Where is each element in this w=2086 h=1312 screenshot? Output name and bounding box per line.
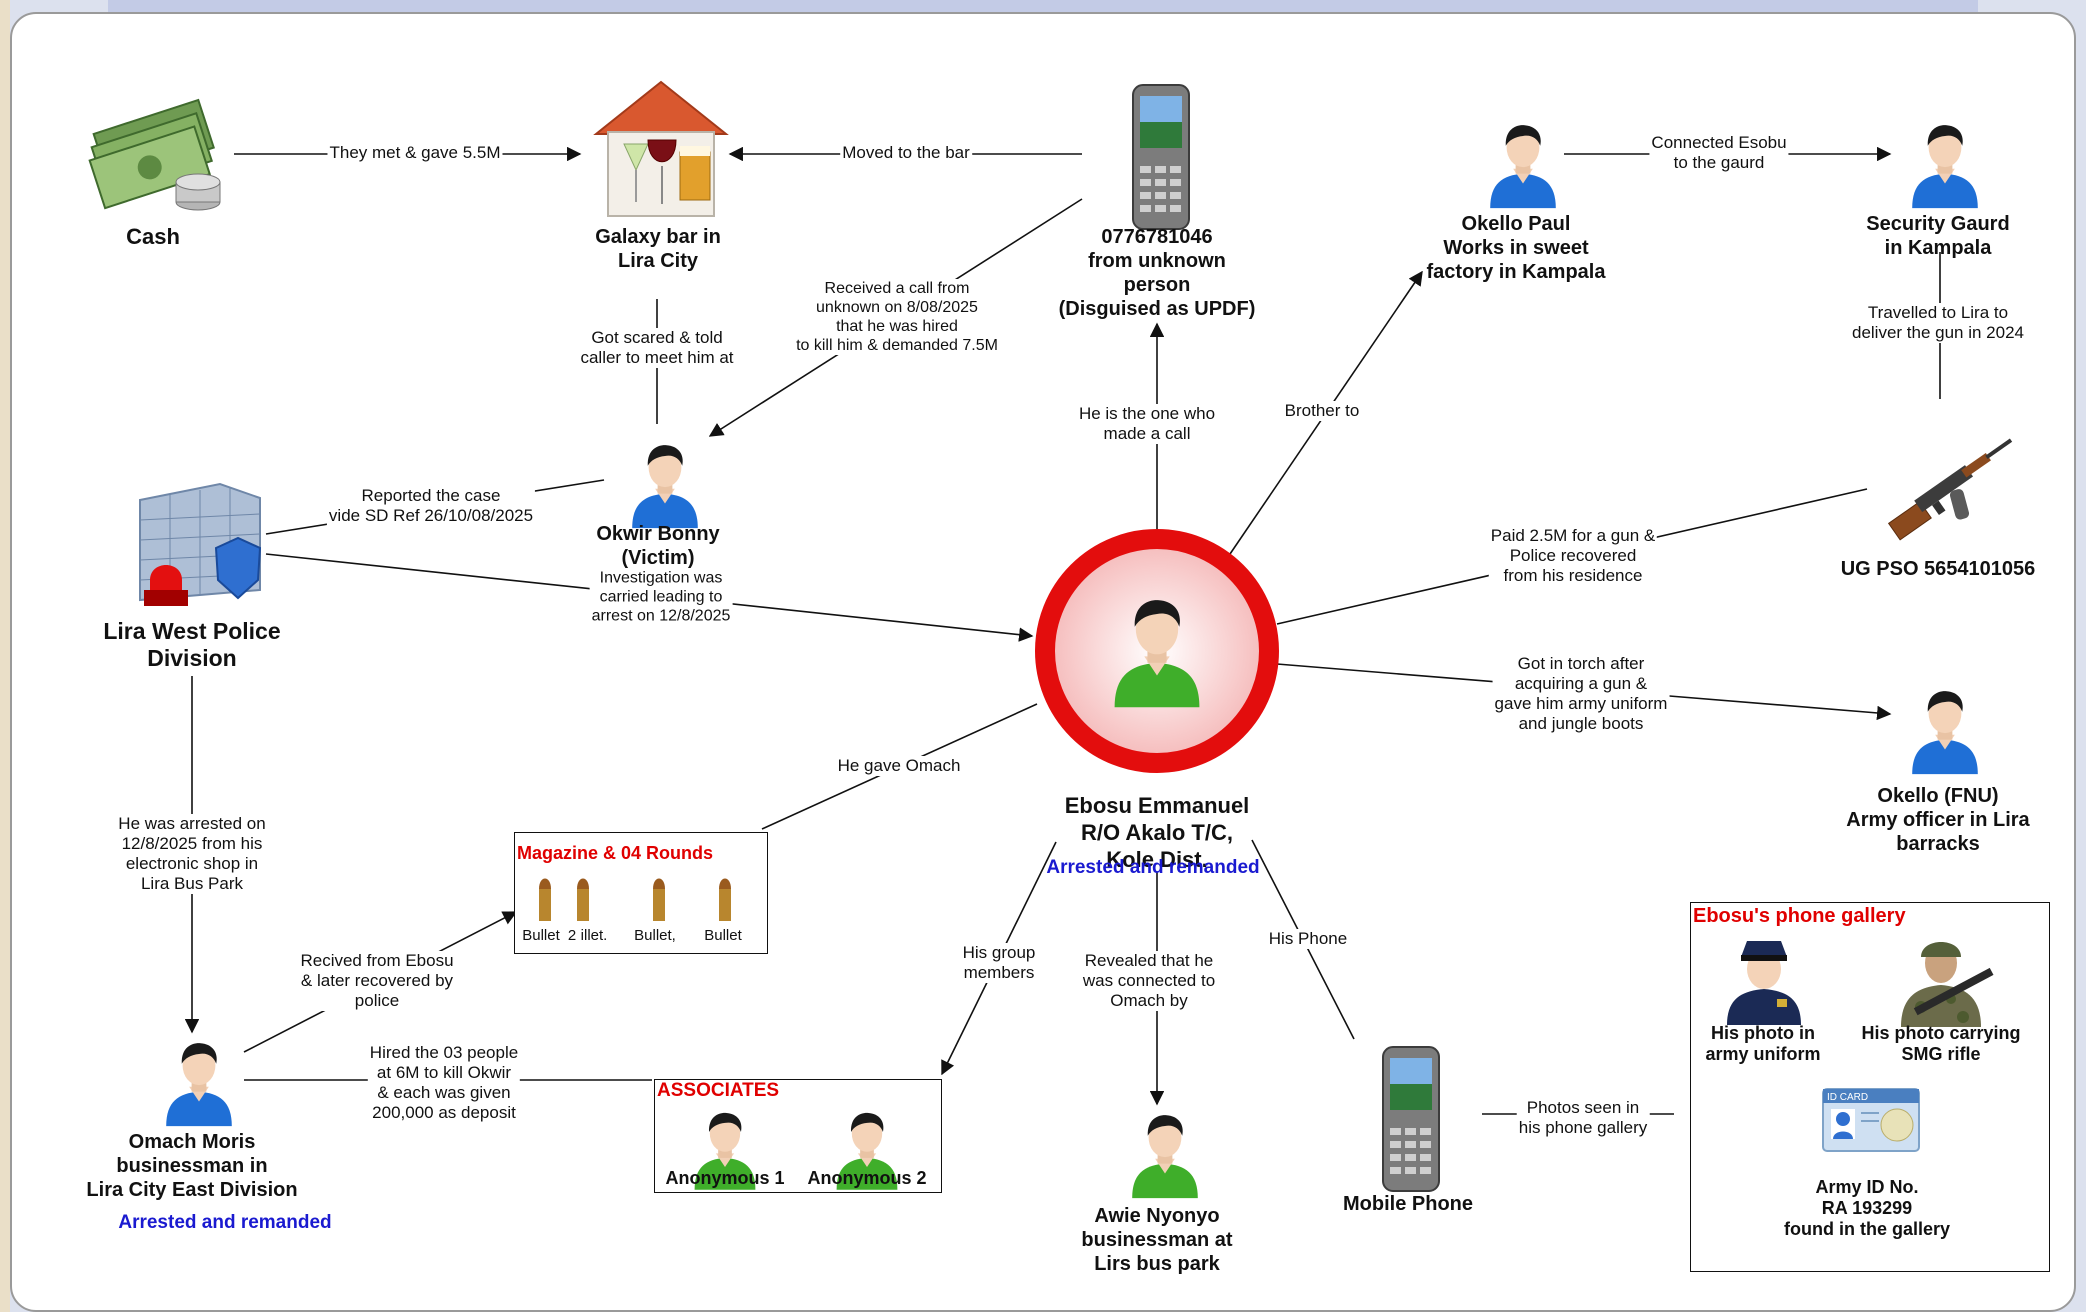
edge-label-mobile-gallery: Photos seen in his phone gallery <box>1516 1098 1650 1138</box>
magazine-title: Magazine & 04 Rounds <box>517 843 714 863</box>
magazine-box: Magazine & 04 Rounds Bullet 2 illet. Bul… <box>514 832 768 954</box>
bullet-label-4: Bullet, <box>634 927 676 944</box>
police-station-icon <box>139 482 262 606</box>
left-band <box>0 0 10 1312</box>
edge-label-police-omach: He was arrested on 12/8/2025 from his el… <box>116 814 268 894</box>
bullet-label-3: illet. <box>580 927 608 944</box>
associates-box: ASSOCIATES Anonymous 1 Anonymous 2 <box>654 1079 942 1193</box>
edge-label-central-mobile: His Phone <box>1266 929 1350 949</box>
edge-label-phone-bar: Moved to the bar <box>840 143 972 163</box>
person-icon-victim <box>624 434 706 532</box>
central-suspect-icon <box>1035 529 1279 773</box>
edge-label-guard-gun: Travelled to Lira to deliver the gun in … <box>1849 303 2027 343</box>
node-gun-label: UG PSO 5654101056 <box>1840 558 2036 580</box>
associates-title: ASSOCIATES <box>657 1080 780 1101</box>
person-icon-omach <box>158 1032 240 1130</box>
node-security-guard-label: Security Gaurd in Kampala <box>1866 213 2010 259</box>
node-central-label: Ebosu Emmanuel R/O Akalo T/C, Kole Dist. <box>1064 793 1250 872</box>
rifle-icon <box>1887 438 2013 541</box>
edge-label-central-magazine: He gave Omach <box>835 756 963 776</box>
cash-icon <box>88 98 221 211</box>
node-police-label: Lira West Police Division <box>103 618 281 671</box>
bar-house-icon <box>593 80 729 217</box>
associate-2-label: Anonymous 2 <box>807 1168 927 1188</box>
bullet-label-1: Bullet <box>522 927 560 944</box>
bullet-label-5: Bullet <box>704 927 742 944</box>
associate-1-label: Anonymous 1 <box>665 1168 785 1188</box>
mobile-phone-icon <box>1382 1046 1440 1192</box>
gallery-item-1-label: His photo in army uniform <box>1705 1023 1821 1064</box>
node-okello-fnu-label: Okello (FNU) Army officer in Lira barrac… <box>1846 785 2030 855</box>
node-omach-label: Omach Moris businessman in Lira City Eas… <box>86 1131 298 1201</box>
central-status: Arrested and remanded <box>1046 857 1260 878</box>
edge-label-police-central: Investigation was carried leading to arr… <box>589 568 733 626</box>
person-icon-awie <box>1124 1104 1206 1202</box>
edge-label-central-associates: His group members <box>960 943 1038 983</box>
edge-label-paul-guard: Connected Esobu to the gaurd <box>1649 133 1789 173</box>
node-mobile-phone-label: Mobile Phone <box>1343 1193 1473 1215</box>
node-cash-label: Cash <box>126 224 180 249</box>
police-uniform-photo-icon <box>1727 941 1801 1025</box>
edge-label-phone-victim: Received a call from unknown on 8/08/202… <box>794 279 1000 355</box>
link-chart-canvas: They met & gave 5.5M Moved to the bar Re… <box>10 12 2076 1312</box>
top-band <box>108 0 1978 14</box>
edge-label-gun-central: Paid 2.5M for a gun & Police recovered f… <box>1488 526 1658 586</box>
person-icon-okello-paul <box>1482 114 1564 212</box>
node-okello-paul-label: Okello Paul Works in sweet factory in Ka… <box>1426 213 1606 283</box>
edge-label-omach-associates: Hired the 03 people at 6M to kill Okwir … <box>367 1043 521 1123</box>
edge-label-cash-bar: They met & gave 5.5M <box>327 143 503 163</box>
bullets-icon <box>539 878 731 921</box>
gallery-item-3-label: Army ID No. RA 193299 found in the galle… <box>1783 1177 1951 1239</box>
bullet-label-2: 2 <box>567 927 577 944</box>
edge-label-central-okello: Got in torch after acquiring a gun & gav… <box>1492 654 1670 734</box>
edge-label-central-awie: Revealed that he was connected to Omach … <box>1080 951 1218 1011</box>
gallery-box: Ebosu's phone gallery His photo in army … <box>1690 902 2050 1272</box>
edge-label-bar-victim: Got scared & told caller to meet him at <box>578 328 736 368</box>
phone-icon <box>1132 84 1190 230</box>
gallery-title: Ebosu's phone gallery <box>1693 905 1906 927</box>
edge-label-victim-police: Reported the case vide SD Ref 26/10/08/2… <box>326 486 536 526</box>
edge-label-central-phone: He is the one who made a call <box>1076 404 1218 444</box>
node-awie-label: Awie Nyonyo businessman at Lirs bus park <box>1081 1205 1233 1275</box>
person-icon-okello-fnu <box>1904 680 1986 778</box>
omach-status: Arrested and remanded <box>118 1212 332 1233</box>
id-card-icon: ID CARD <box>1822 1088 1920 1152</box>
node-phone-number-label: 0776781046 from unknown person (Disguise… <box>1058 226 1256 320</box>
edge-label-omach-magazine: Recived from Ebosu & later recovered by … <box>298 951 456 1011</box>
node-bar-label: Galaxy bar in Lira City <box>595 226 721 272</box>
edge-label-central-paul: Brother to <box>1282 401 1362 421</box>
gallery-item-2-label: His photo carrying SMG rifle <box>1861 1023 2021 1064</box>
soldier-rifle-photo-icon <box>1901 942 1994 1027</box>
id-card-text: ID CARD <box>1827 1092 1868 1103</box>
person-icon-security-guard <box>1904 114 1986 212</box>
node-victim-label: Okwir Bonny (Victim) <box>596 523 720 569</box>
